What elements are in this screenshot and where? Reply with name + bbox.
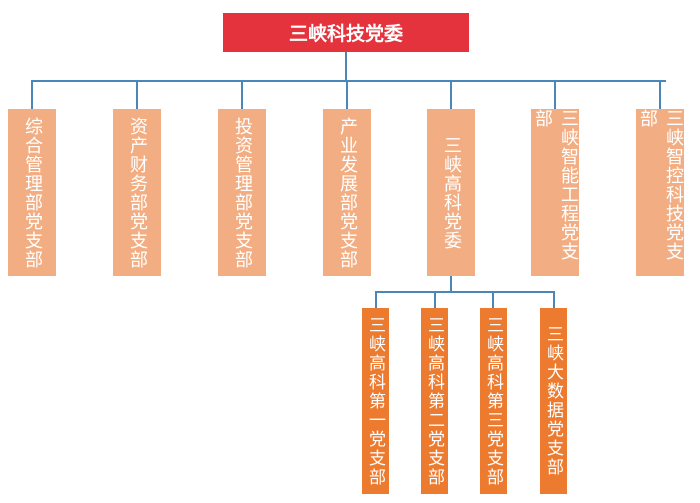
node-label: 三峡智控科技党支部 xyxy=(637,109,684,261)
connector xyxy=(553,291,555,308)
org-node: 综合管理部党支部 xyxy=(8,109,56,276)
connector xyxy=(346,80,348,109)
connector xyxy=(375,291,377,308)
connector xyxy=(31,80,33,109)
connector xyxy=(136,80,138,109)
sub-node: 三峡高科第二党支部 xyxy=(421,308,448,494)
root-label: 三峡科技党委 xyxy=(288,23,403,45)
org-node: 资产财务部党支部 xyxy=(113,109,161,276)
connector xyxy=(241,80,243,109)
sub-node: 三峡高科第三党支部 xyxy=(480,308,507,494)
org-node: 三峡高科党委 xyxy=(427,109,475,276)
connector xyxy=(659,80,661,109)
org-node: 三峡智控科技党支部 xyxy=(636,109,684,276)
node-label: 三峡高科第三党支部 xyxy=(483,315,503,487)
connector xyxy=(492,291,494,308)
connector xyxy=(375,291,555,293)
connector xyxy=(345,52,347,81)
connector xyxy=(32,80,666,82)
node-label: 三峡大数据党支部 xyxy=(543,325,563,477)
node-label: 综合管理部党支部 xyxy=(22,116,43,269)
node-label: 资产财务部党支部 xyxy=(127,116,148,269)
connector xyxy=(434,291,436,308)
sub-node: 三峡大数据党支部 xyxy=(540,308,567,494)
node-label: 三峡高科第一党支部 xyxy=(365,315,385,487)
node-label: 三峡高科第二党支部 xyxy=(424,315,444,487)
org-node: 三峡智能工程党支部 xyxy=(531,109,579,276)
org-node: 投资管理部党支部 xyxy=(218,109,266,276)
node-label: 三峡高科党委 xyxy=(441,135,462,250)
connector xyxy=(554,80,556,109)
node-label: 三峡智能工程党支部 xyxy=(532,109,579,261)
root-node: 三峡科技党委 xyxy=(223,13,469,52)
sub-node: 三峡高科第一党支部 xyxy=(362,308,389,494)
connector xyxy=(450,80,452,109)
node-label: 投资管理部党支部 xyxy=(232,116,253,269)
org-node: 产业发展部党支部 xyxy=(323,109,371,276)
node-label: 产业发展部党支部 xyxy=(337,116,358,269)
connector xyxy=(450,276,452,292)
